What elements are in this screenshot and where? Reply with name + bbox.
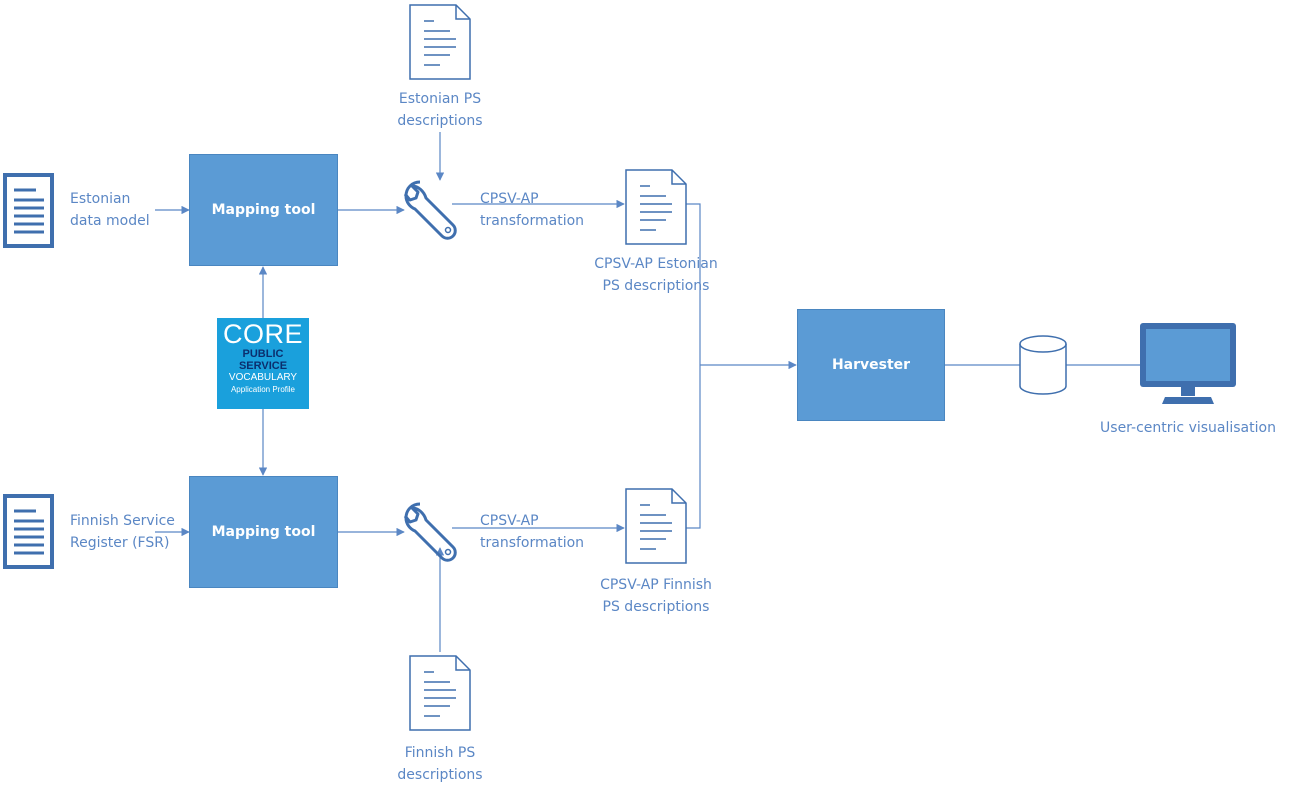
visualisation-label: User-centric visualisation <box>1100 420 1276 436</box>
mapping-tool-bottom-label: Mapping tool <box>211 524 316 540</box>
cpsv-estonian-label: CPSV-AP Estonian PS descriptions <box>594 256 718 294</box>
estonian-ps-label: Estonian PS descriptions <box>397 91 483 129</box>
transform-top-label: CPSV-AP transformation <box>480 191 585 229</box>
estonian-data-model-label: Estonian data model <box>70 191 150 229</box>
fsr-label: Finnish Service Register (FSR) <box>70 513 175 551</box>
estonian-data-model-document-icon <box>3 173 54 248</box>
harvester-box: Harvester <box>797 309 945 421</box>
finnish-ps-document-icon <box>409 655 471 731</box>
logo-line-service: SERVICE <box>238 360 288 372</box>
edge-cpsv-estonian-to-harvester <box>686 203 701 365</box>
mapping-tool-top-label: Mapping tool <box>211 202 316 218</box>
logo-line-vocabulary: VOCABULARY <box>228 372 298 383</box>
cpsv-estonian-document-icon <box>625 169 687 245</box>
mapping-tool-bottom-box: Mapping tool <box>189 476 338 588</box>
logo-line-application-profile: Application Profile <box>230 385 296 394</box>
harvester-label: Harvester <box>831 357 911 373</box>
cpsv-finnish-label: CPSV-AP Finnish PS descriptions <box>600 577 712 615</box>
estonian-ps-document-icon <box>409 4 471 80</box>
cpsv-finnish-document-icon <box>625 488 687 564</box>
transform-top-wrench-icon <box>403 180 457 240</box>
monitor-icon <box>1140 323 1236 404</box>
logo-line-public: PUBLIC <box>242 348 284 360</box>
logo-line-core: CORE <box>222 319 303 349</box>
fsr-document-icon <box>3 494 54 569</box>
transform-bottom-wrench-icon <box>403 502 457 562</box>
core-public-service-vocabulary-logo: CORE PUBLIC SERVICE VOCABULARY Applicati… <box>217 318 309 409</box>
finnish-ps-label: Finnish PS descriptions <box>397 745 483 783</box>
transform-bottom-label: CPSV-AP transformation <box>480 513 585 551</box>
database-icon <box>1019 335 1067 395</box>
edge-cpsv-finnish-to-harvester <box>686 365 701 529</box>
mapping-tool-top-box: Mapping tool <box>189 154 338 266</box>
